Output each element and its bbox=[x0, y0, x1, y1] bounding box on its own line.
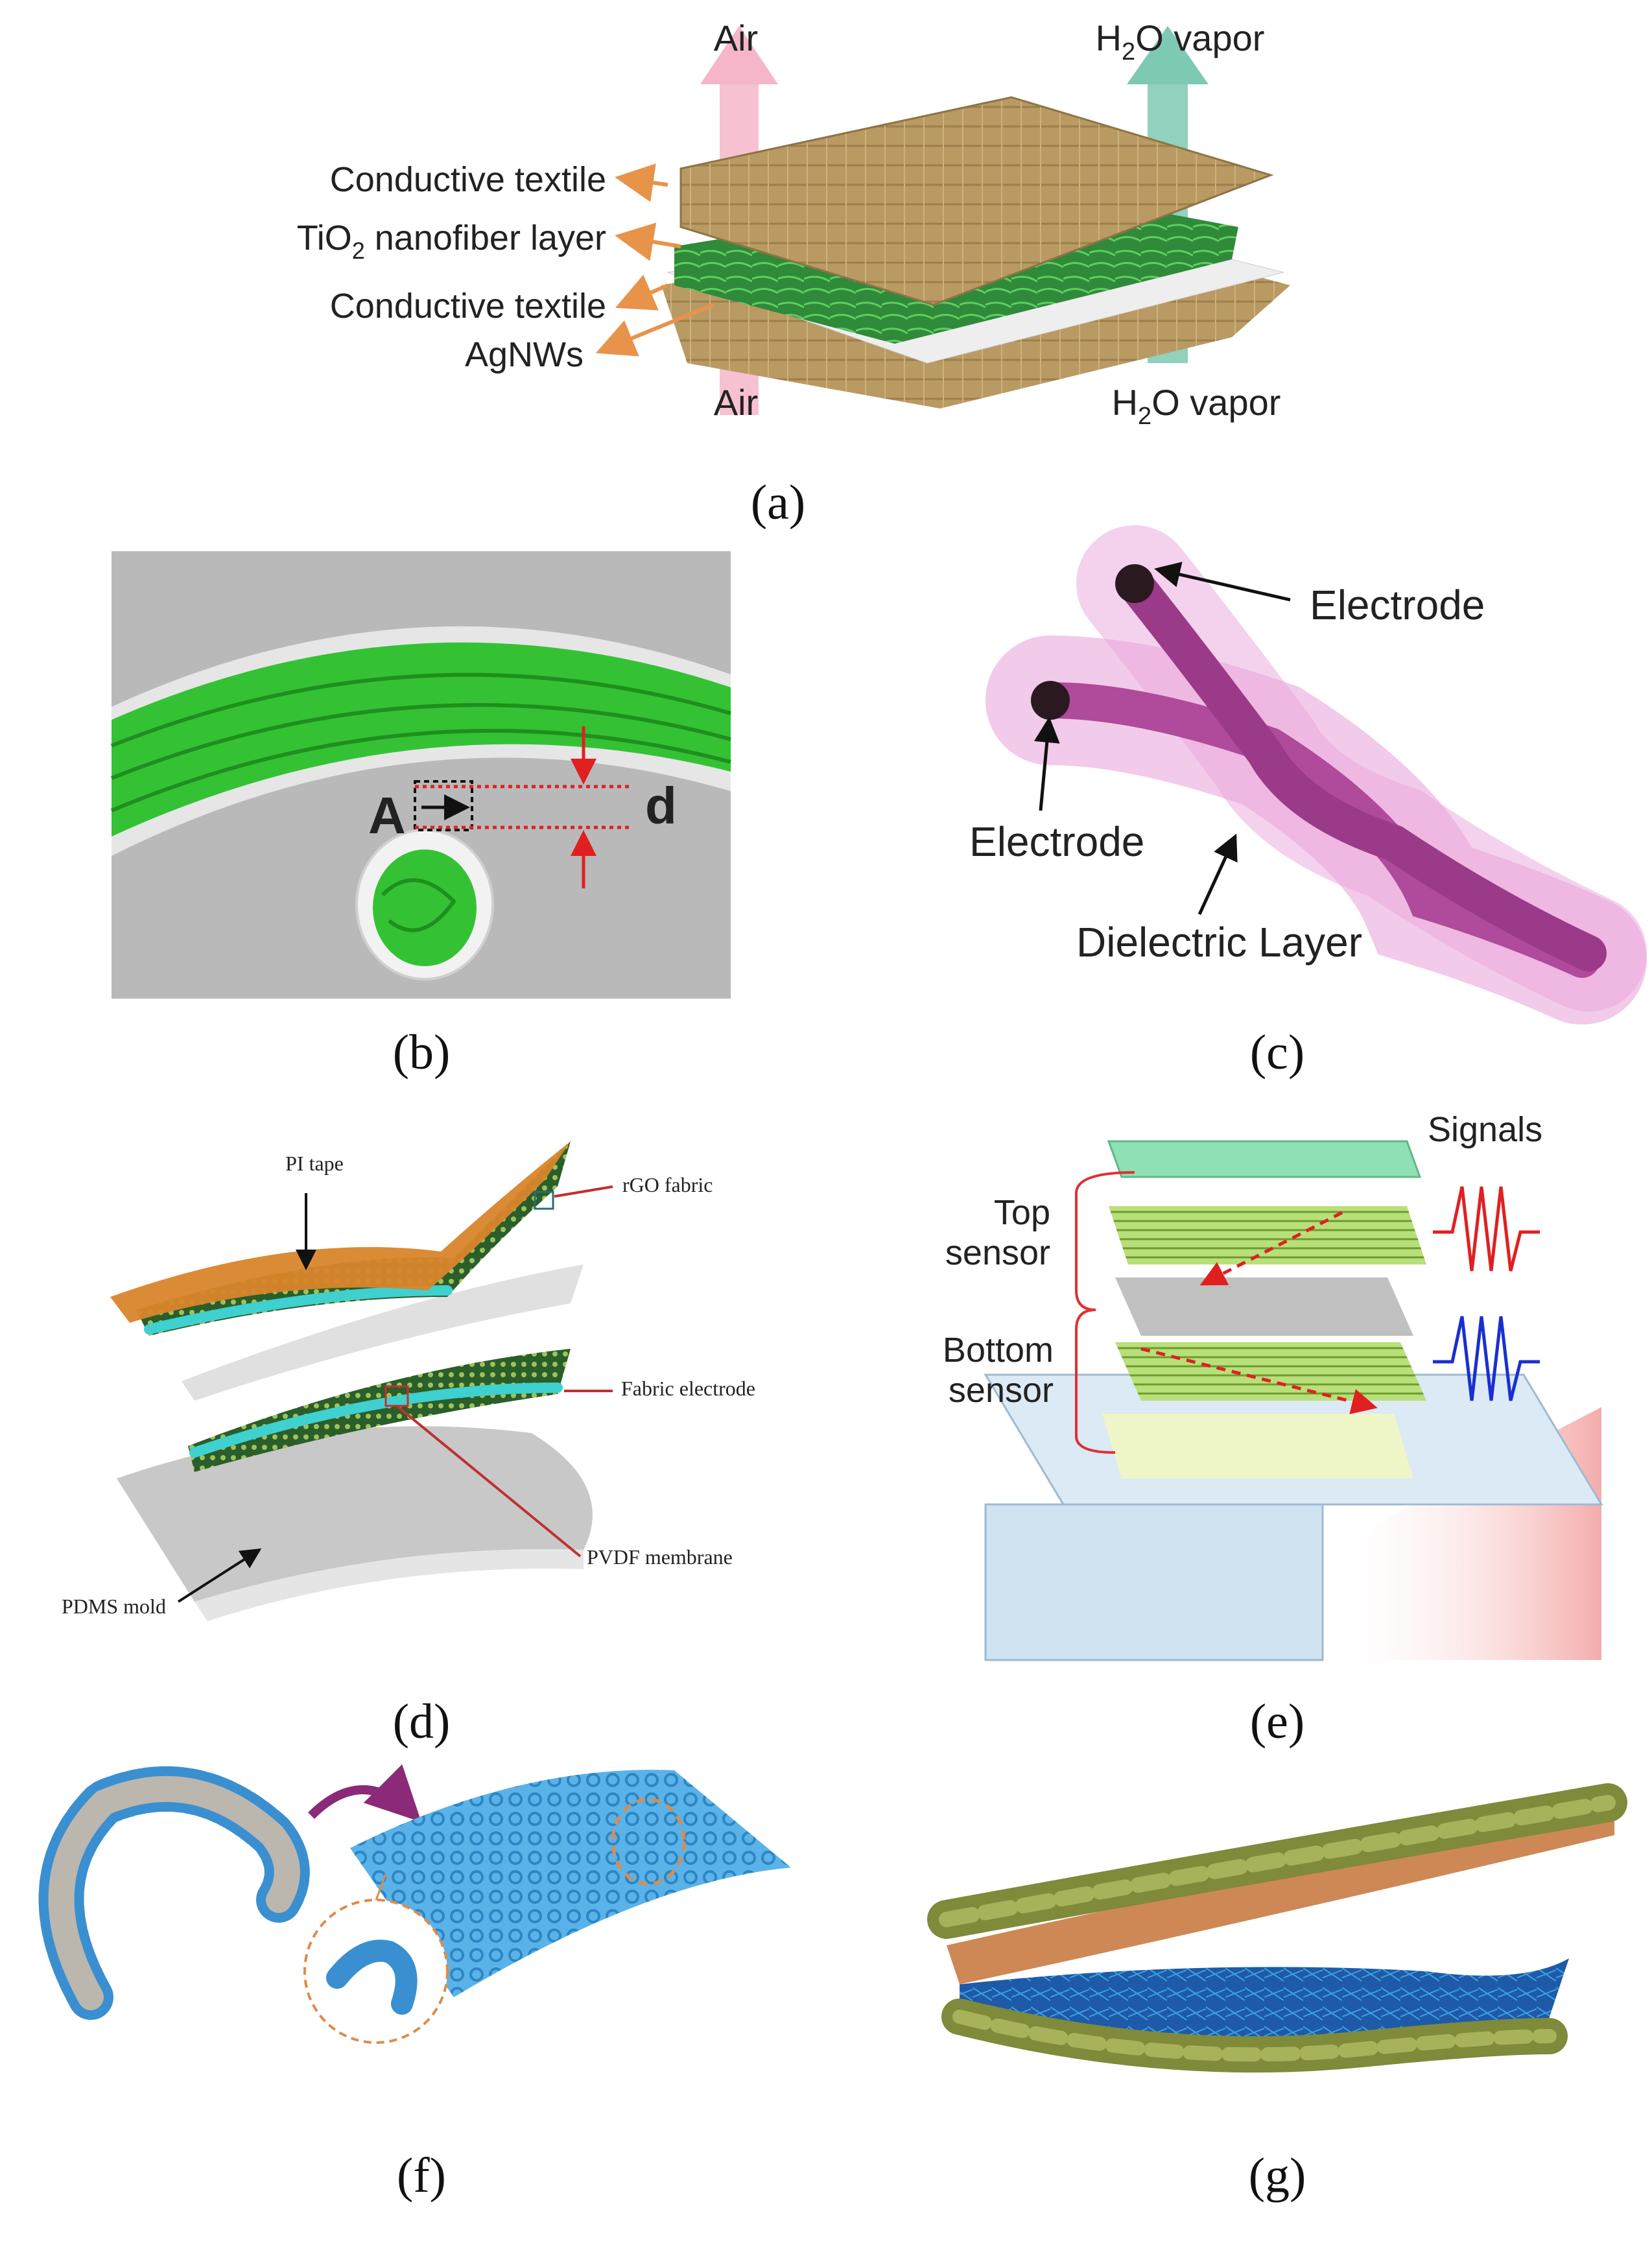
dashed-arrow-bottom bbox=[1140, 1347, 1378, 1414]
pointer-agnws bbox=[595, 303, 714, 357]
electrode-fiber-2 bbox=[1116, 565, 1607, 971]
top-plate bbox=[1107, 1140, 1422, 1178]
caption-b: (b) bbox=[393, 1025, 451, 1080]
pointer-pdms-mold bbox=[177, 1548, 262, 1603]
caption-c: (c) bbox=[1250, 1025, 1304, 1080]
label-electrode-top: Electrode bbox=[1310, 582, 1485, 628]
electrode-tip-top bbox=[1115, 564, 1154, 603]
pointer-electrode-top bbox=[1154, 562, 1291, 602]
label-agnws: AgNWs bbox=[465, 335, 584, 374]
bracket-bottom bbox=[1075, 1309, 1116, 1454]
caption-a: (a) bbox=[751, 475, 805, 530]
label-pvdf-membrane: PVDF membrane bbox=[587, 1545, 733, 1569]
middle-spacer bbox=[1115, 1277, 1413, 1336]
pointer-tio2 bbox=[615, 222, 681, 261]
yarn-inset bbox=[303, 1899, 449, 2044]
label-conductive-textile-2: Conductive textile bbox=[330, 287, 606, 326]
label-d: d bbox=[645, 777, 677, 835]
knitted-fabric bbox=[350, 1770, 791, 1997]
base-plate-front bbox=[984, 1503, 1324, 1661]
electrode-tip-left bbox=[1031, 681, 1070, 720]
signal-top bbox=[1433, 1186, 1540, 1272]
fiber-bundle bbox=[112, 642, 731, 837]
caption-d: (d) bbox=[393, 1694, 451, 1749]
label-rgo-fabric: rGO fabric bbox=[622, 1173, 713, 1196]
pi-tape bbox=[110, 1141, 571, 1323]
pointer-electrode-left bbox=[1033, 717, 1060, 811]
panel-d: PI tape rGO fabric Fabric electrode PVDF… bbox=[62, 1141, 755, 1749]
label-bottom-sensor-line1: Bottom bbox=[943, 1331, 1054, 1370]
dashed-arrow-top bbox=[1199, 1211, 1343, 1286]
label-A: A bbox=[368, 787, 406, 844]
panel-g: (g) bbox=[927, 1783, 1627, 2203]
pointer-conductive-textile-2 bbox=[615, 274, 669, 311]
label-conductive-textile-1: Conductive textile bbox=[330, 160, 606, 199]
panel-e: Signals Top sensor Bottom sensor (e) bbox=[943, 1110, 1603, 1749]
bottom-fiber-layer bbox=[960, 1958, 1569, 2044]
pvdf-membrane bbox=[182, 1264, 584, 1401]
caption-e: (e) bbox=[1250, 1694, 1304, 1749]
bracket-top bbox=[1075, 1171, 1135, 1311]
label-h2o-vapor-bottom: H2O vapor bbox=[1112, 382, 1281, 430]
label-h2o-vapor-top: H2O vapor bbox=[1096, 18, 1265, 65]
caption-f: (f) bbox=[397, 2148, 446, 2203]
signal-bottom bbox=[1433, 1316, 1540, 1401]
label-air-top: Air bbox=[714, 18, 758, 58]
bottom-sensor bbox=[1115, 1342, 1426, 1401]
gap-box bbox=[414, 780, 473, 831]
label-dielectric-layer: Dielectric Layer bbox=[1076, 919, 1362, 966]
fabric-inset-ring bbox=[611, 1798, 686, 1886]
pointer-conductive-textile-1 bbox=[615, 163, 668, 202]
label-top-sensor-line1: Top bbox=[994, 1193, 1050, 1232]
label-pi-tape: PI tape bbox=[285, 1152, 344, 1175]
label-fabric-electrode: Fabric electrode bbox=[621, 1377, 755, 1400]
fabric-electrode-bottom bbox=[188, 1349, 571, 1472]
yarn-core bbox=[373, 849, 477, 966]
label-air-bottom: Air bbox=[714, 382, 758, 423]
transfer-arrow bbox=[308, 1764, 421, 1822]
bottom-substrate bbox=[1102, 1414, 1413, 1478]
panel-c: Electrode Electrode Dielectric Layer (c) bbox=[969, 525, 1647, 1080]
label-pdms-mold: PDMS mold bbox=[62, 1595, 166, 1618]
panel-b: A d (b) bbox=[110, 551, 731, 1080]
pointer-pvdf-membrane bbox=[395, 1405, 582, 1558]
label-bottom-sensor-line2: sensor bbox=[949, 1371, 1054, 1410]
label-signals: Signals bbox=[1428, 1110, 1542, 1149]
pointer-rgo-fabric bbox=[554, 1185, 613, 1198]
label-tio2-nanofiber-layer: TiO2 nanofiber layer bbox=[297, 219, 606, 264]
label-top-sensor-line2: sensor bbox=[945, 1233, 1050, 1272]
panel-f: (f) bbox=[38, 1764, 791, 2203]
pdms-mold-edge bbox=[195, 1549, 584, 1621]
yarn-inset-fiber bbox=[326, 1940, 418, 2015]
top-sensor bbox=[1109, 1206, 1426, 1264]
top-textile bbox=[679, 96, 1274, 306]
pointer-dielectric bbox=[1198, 833, 1238, 916]
middle-layer bbox=[947, 1809, 1614, 1984]
label-electrode-left: Electrode bbox=[969, 818, 1144, 865]
caption-g: (g) bbox=[1249, 2148, 1306, 2203]
panel-a: Air H2O vapor Conductive textile TiO2 na… bbox=[297, 18, 1290, 530]
